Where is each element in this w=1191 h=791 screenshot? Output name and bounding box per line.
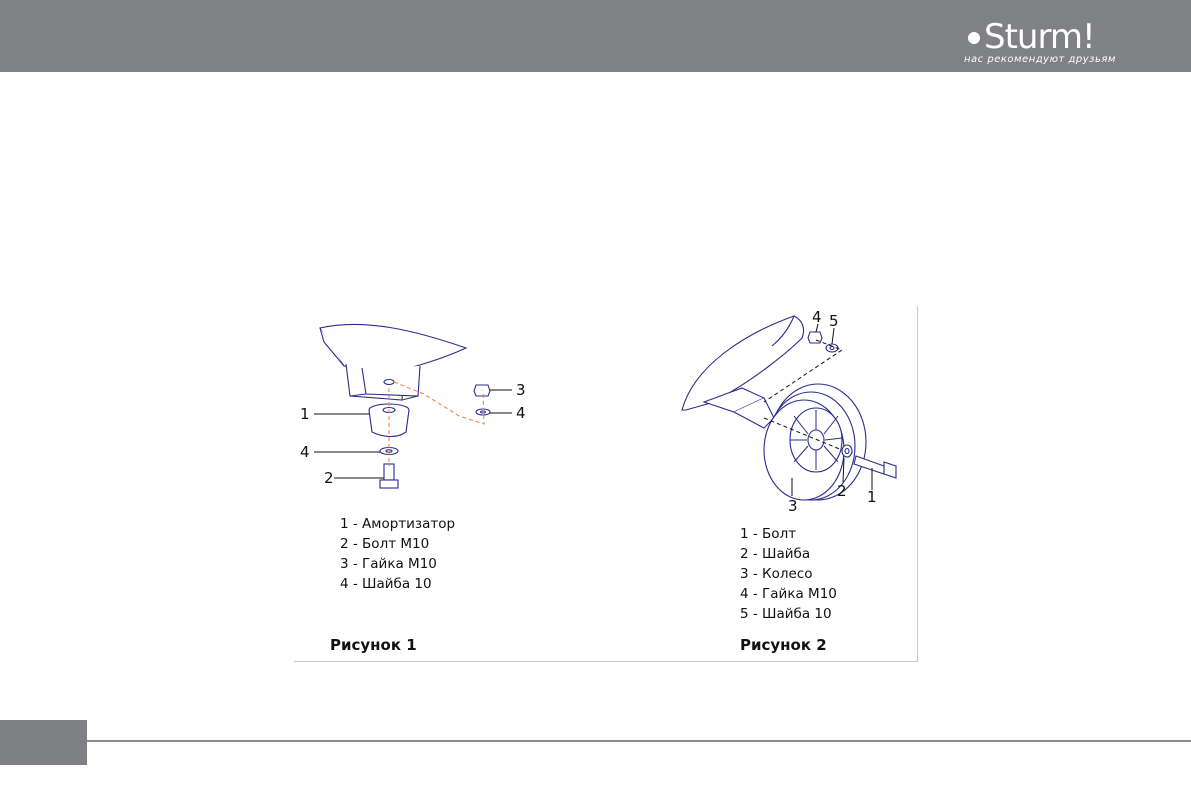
legend-item: 3 - Колесо (740, 566, 813, 582)
figure-1-assembly-lines (388, 381, 485, 466)
fig1-callout-3: 3 (516, 381, 526, 399)
fig1-callout-4: 4 (300, 443, 310, 461)
assembly-drawings: 1 4 2 3 4 (300, 308, 897, 515)
figure-2-leaders (791, 323, 873, 496)
assembly-figure: 1 4 2 3 4 (294, 306, 918, 662)
figure-1-legend: 1 - Амортизатор 2 - Болт М10 3 - Гайка М… (340, 514, 455, 594)
legend-item: 3 - Гайка М10 (340, 556, 437, 572)
figure-2-caption: Рисунок 2 (740, 636, 827, 654)
header-bar: Sturm! нас рекомендуют друзьям (0, 0, 1191, 72)
figure-2-drawing (681, 315, 897, 501)
fig2-callout-2: 2 (837, 482, 847, 500)
page-number-tab (0, 720, 87, 765)
legend-item: 5 - Шайба 10 (740, 606, 832, 622)
fig2-callout-3: 3 (788, 497, 798, 515)
legend-item: 1 - Болт (740, 526, 797, 542)
legend-item: 1 - Амортизатор (340, 516, 456, 532)
figure-1-leaders (314, 389, 512, 479)
fig1-callout-4b: 4 (516, 404, 526, 422)
figure-1-drawing (319, 323, 491, 489)
legend-item: 2 - Шайба (740, 546, 811, 562)
figure-2-legend: 1 - Болт 2 - Шайба 3 - Колесо 4 - Гайка … (740, 524, 837, 624)
fig1-callout-2: 2 (324, 469, 334, 487)
figure-2-assembly-lines (763, 339, 844, 451)
legend-item: 2 - Болт М10 (340, 536, 430, 552)
figure-1-caption: Рисунок 1 (330, 636, 417, 654)
logo-text: Sturm! (984, 17, 1096, 57)
fig2-callout-1: 1 (867, 488, 877, 506)
legend-item: 4 - Шайба 10 (340, 576, 432, 592)
fig2-callout-5: 5 (829, 312, 839, 330)
sturm-logo: Sturm! нас рекомендуют друзьям (964, 14, 1154, 70)
legend-item: 4 - Гайка М10 (740, 586, 837, 602)
logo-dot-icon (968, 32, 980, 44)
fig1-callout-1: 1 (300, 405, 310, 423)
logo-slogan: нас рекомендуют друзьям (964, 54, 1116, 65)
fig2-callout-4: 4 (812, 308, 822, 326)
footer-divider (87, 740, 1191, 742)
